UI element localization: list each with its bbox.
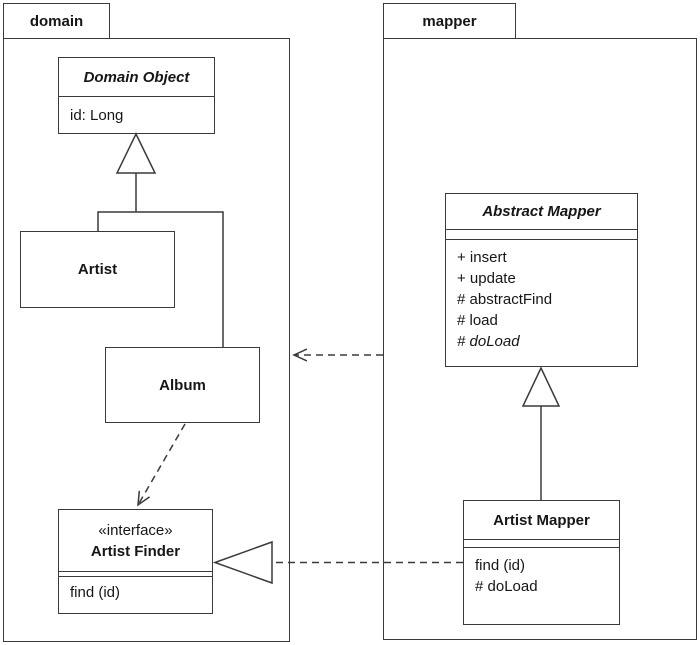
package-mapper-label: mapper [422,12,477,30]
operation: # abstractFind [457,291,553,308]
class-domain-object: Domain Object id: Long [58,57,215,134]
attribute: id: Long [70,107,124,124]
class-abstract-mapper-operations: + insert + update # abstractFind # load … [446,239,637,366]
class-artist-finder-operations: find (id) [59,576,212,613]
operation: find (id) [475,557,526,574]
class-name: Album [159,376,206,394]
class-abstract-mapper: Abstract Mapper + insert + update # abst… [445,193,638,367]
empty-attributes-compartment [59,571,212,576]
class-album: Album [105,347,260,423]
class-name: Domain Object [83,68,190,86]
class-name: Abstract Mapper [482,203,601,220]
empty-attributes-compartment [446,229,637,239]
operation: + update [457,270,516,287]
class-artist-mapper: Artist Mapper find (id) # doLoad [463,500,620,625]
class-name: Artist Mapper [493,511,590,529]
operation-abstract: # doLoad [457,333,520,350]
class-domain-object-title: Domain Object [59,58,214,96]
class-abstract-mapper-title: Abstract Mapper [446,194,637,229]
class-artist-mapper-operations: find (id) # doLoad [464,547,619,624]
class-name: Artist Finder [90,542,181,560]
package-domain-label: domain [29,12,84,30]
class-artist-finder-title: «interface» Artist Finder [59,510,212,571]
class-artist: Artist [20,231,175,308]
class-artist-mapper-title: Artist Mapper [464,501,619,539]
package-mapper-tab: mapper [383,3,516,39]
class-artist-finder: «interface» Artist Finder find (id) [58,509,213,614]
stereotype-label: «interface» [98,521,173,539]
class-name: Artist [77,261,118,278]
operation: # load [457,312,498,329]
package-domain-tab: domain [3,3,110,39]
empty-attributes-compartment [464,539,619,547]
class-domain-object-attributes: id: Long [59,96,214,133]
operation: + insert [457,249,507,266]
operation: # doLoad [475,578,538,595]
operation: find (id) [70,584,121,601]
